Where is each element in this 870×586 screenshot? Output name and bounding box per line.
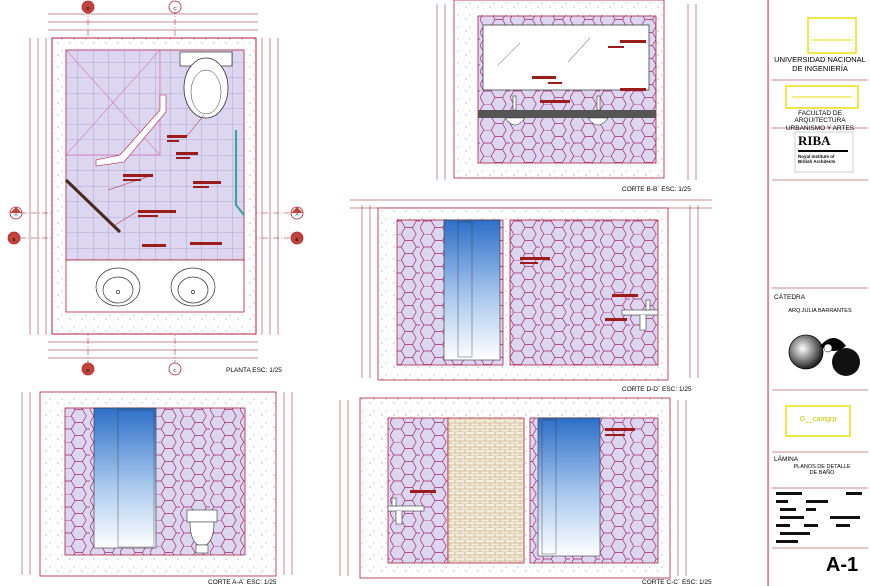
plan-caption: PLANTA ESC: 1/25 [226,367,282,374]
section-marker-b-left: B [7,231,21,245]
university-yellow-box [807,17,857,54]
section-marker-d-bottom: D [81,362,95,376]
plan-vanity-counter [65,259,245,313]
sheet-number: A-1 [825,554,859,576]
author-note: G__cantgrp [799,416,837,423]
section-bb-mirror [482,24,650,91]
plan-sinks [95,267,216,307]
section-marker-c-bottom: C [168,362,182,376]
svg-text:A: A [14,212,17,217]
plan-annotation-tags [123,135,222,247]
plan-grab-bar [234,130,245,216]
lamina-title: PLANOS DE DETALLE DE BAÑO [793,464,851,477]
section-cc-sink [387,497,425,525]
section-cc-caption: CORTE C-C´ ESC: 1/25 [642,579,712,586]
section-marker-b-right: B [290,231,304,245]
svg-text:D: D [86,368,90,373]
section-aa-toilet [186,509,218,554]
section-bb-caption: CORTE B-B´ ESC: 1/25 [622,186,691,193]
faculty-name: FACULTAD DE ARQUITECTURA URBANISMO Y ART… [785,110,855,132]
catedra-label: CÁTEDRA [774,294,806,301]
svg-text:C: C [173,368,177,373]
section-bb-countertop [478,110,656,118]
faculty-yellow-box [785,85,859,109]
catedra-name: ARQ.JULIA BARRANTES [788,308,852,314]
riba-logo-text: RIBA [798,133,831,148]
section-dd-drawing: CORTE D-D´ ESC: 1/25 [350,199,712,393]
section-dd-tile-right [509,219,659,366]
redacted-info-bars [776,492,862,543]
riba-full-name: Royal Institute of British Architects [798,154,836,165]
section-cc-tags [410,428,635,493]
svg-text:A: A [295,212,298,217]
section-bb-tags [532,40,646,103]
section-marker-a-left: A [9,206,23,220]
author-yellow-box [785,405,851,437]
section-dd-sink [621,299,659,331]
svg-text:D: D [86,6,90,11]
section-marker-c-top: C [168,0,182,14]
shower-screen [95,94,167,167]
section-cc-drawing: CORTE C-C´ ESC: 1/25 [339,397,712,586]
floor-plan-drawing: A A B B D C D C PLANTA [7,0,304,376]
title-block [767,0,868,586]
section-marker-a-right: A [290,206,304,220]
plan-toilet [179,51,233,119]
section-bb-sinks [504,95,609,126]
section-cc-shower-glass [537,417,601,557]
catedra-emblem [788,334,860,376]
section-aa-caption: CORTE A-A´ ESC: 1/25 [208,579,277,586]
svg-text:B: B [295,237,298,242]
section-dd-tags [520,257,638,321]
section-cc-brick-wall [447,417,525,564]
svg-text:C: C [173,6,177,11]
university-name: UNIVERSIDAD NACIONAL DE INGENIERÍA [774,55,866,73]
svg-text:B: B [12,237,15,242]
section-aa-shower-glass [93,407,157,549]
lamina-label: LÁMINA [774,456,799,463]
plan-door-leaf [64,178,122,234]
section-dd-caption: CORTE D-D´ ESC: 1/25 [622,386,692,393]
section-marker-d-top: D [81,0,95,14]
plan-leader-lines [107,114,205,226]
section-bb-drawing: CORTE B-B´ ESC: 1/25 [436,0,697,193]
section-aa-drawing: CORTE A-A´ ESC: 1/25 [21,391,293,586]
